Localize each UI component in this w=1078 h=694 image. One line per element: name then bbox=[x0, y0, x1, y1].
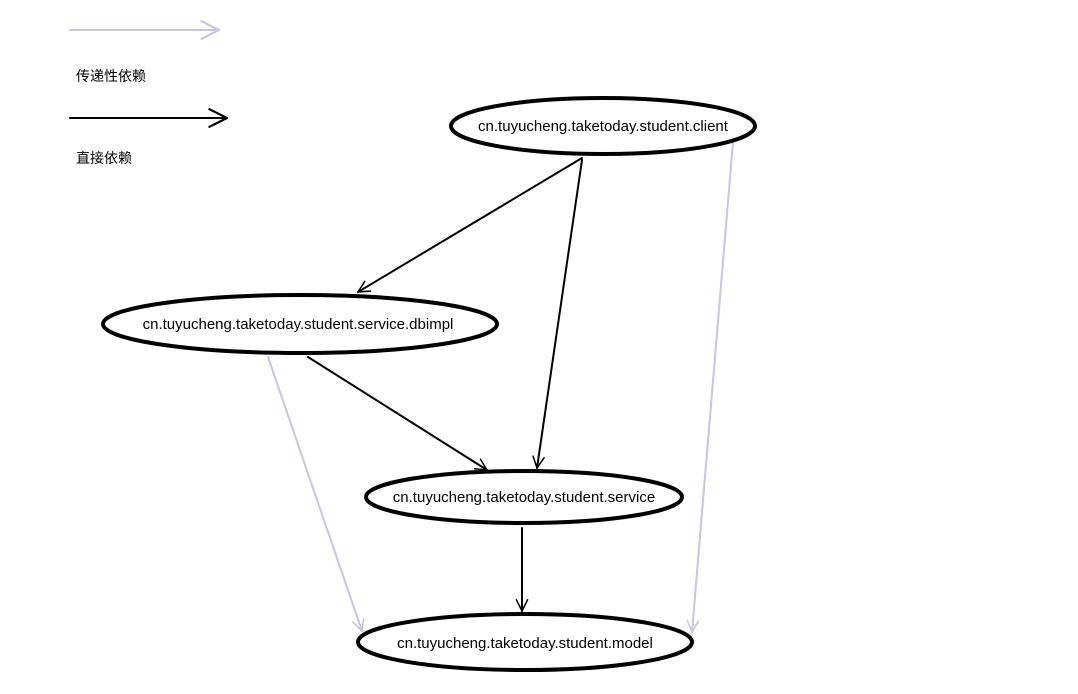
legend: 传递性依赖 直接依赖 bbox=[69, 20, 229, 166]
edge-dbimpl-to-service bbox=[307, 356, 488, 471]
node-service: cn.tuyucheng.taketoday.student.service bbox=[364, 469, 684, 525]
legend-transitive-label: 传递性依赖 bbox=[76, 68, 146, 84]
node-dbimpl-label: cn.tuyucheng.taketoday.student.service.d… bbox=[143, 316, 454, 333]
legend-direct-label: 直接依赖 bbox=[76, 150, 132, 166]
node-model-label: cn.tuyucheng.taketoday.student.model bbox=[397, 635, 653, 652]
edge-dbimpl-to-model-transitive bbox=[267, 356, 365, 632]
node-client-ellipse bbox=[449, 96, 757, 156]
node-client-label: cn.tuyucheng.taketoday.student.client bbox=[478, 118, 729, 135]
node-client: cn.tuyucheng.taketoday.student.client bbox=[449, 96, 757, 156]
node-model: cn.tuyucheng.taketoday.student.model bbox=[356, 612, 694, 672]
node-dbimpl-ellipse bbox=[101, 293, 499, 355]
edge-client-to-model-transitive bbox=[686, 141, 734, 633]
edge-client-to-service bbox=[532, 159, 583, 469]
edge-client-to-dbimpl bbox=[357, 157, 583, 293]
edges bbox=[267, 141, 734, 633]
node-dbimpl: cn.tuyucheng.taketoday.student.service.d… bbox=[101, 293, 499, 355]
node-model-ellipse bbox=[356, 612, 694, 672]
node-service-label: cn.tuyucheng.taketoday.student.service bbox=[393, 489, 655, 506]
node-service-ellipse bbox=[364, 469, 684, 525]
